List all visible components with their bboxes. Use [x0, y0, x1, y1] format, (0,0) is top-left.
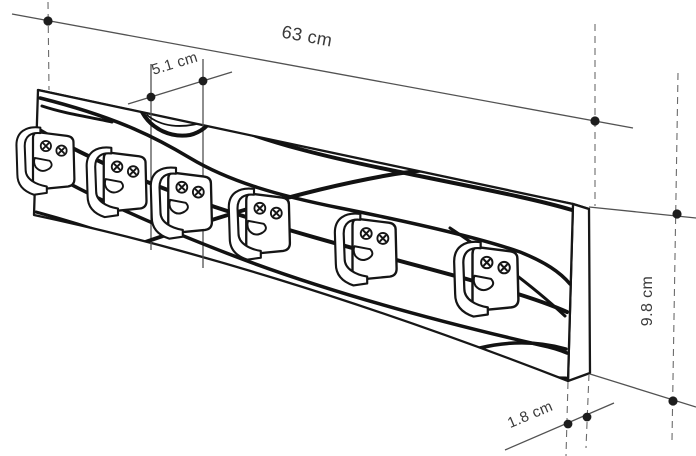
height-endpoint-dot-top [672, 209, 682, 219]
width-endpoint-dot-left [43, 16, 53, 26]
height-extension-line-bottom [589, 373, 696, 408]
dimension-depth: 1.8 cm [504, 373, 615, 456]
height-label: 9.8 cm [639, 276, 656, 326]
spacing-endpoint-dot-right [198, 76, 208, 86]
depth-endpoint-dot-front [563, 419, 573, 429]
depth-extension-dashed-back [585, 373, 590, 449]
width-endpoint-dot-right [590, 116, 600, 126]
width-dimension-line [11, 13, 634, 129]
depth-dimension-line [504, 402, 615, 451]
width-extension-dashed-left [47, 1, 50, 91]
hook-5 [335, 214, 397, 286]
hook-1 [16, 127, 74, 194]
dimension-hook-spacing: 5.1 cm [127, 49, 233, 105]
height-endpoint-dot-bottom [668, 396, 678, 406]
hook-6 [454, 242, 518, 317]
dimension-height: 9.8 cm [588, 72, 696, 441]
spacing-dimension-line [127, 71, 233, 105]
hook-spacing-label: 5.1 cm [150, 49, 200, 79]
hook-4 [229, 189, 290, 260]
depth-label: 1.8 cm [505, 398, 555, 432]
spacing-endpoint-dot-left [146, 92, 156, 102]
width-label: 63 cm [280, 22, 334, 51]
depth-extension-dashed-front [565, 381, 569, 456]
hook-2 [87, 147, 147, 217]
height-dimension-dashed-line [671, 72, 679, 441]
coat-rack-board [16, 59, 592, 383]
depth-endpoint-dot-back [582, 412, 592, 422]
hook-3 [151, 168, 212, 239]
